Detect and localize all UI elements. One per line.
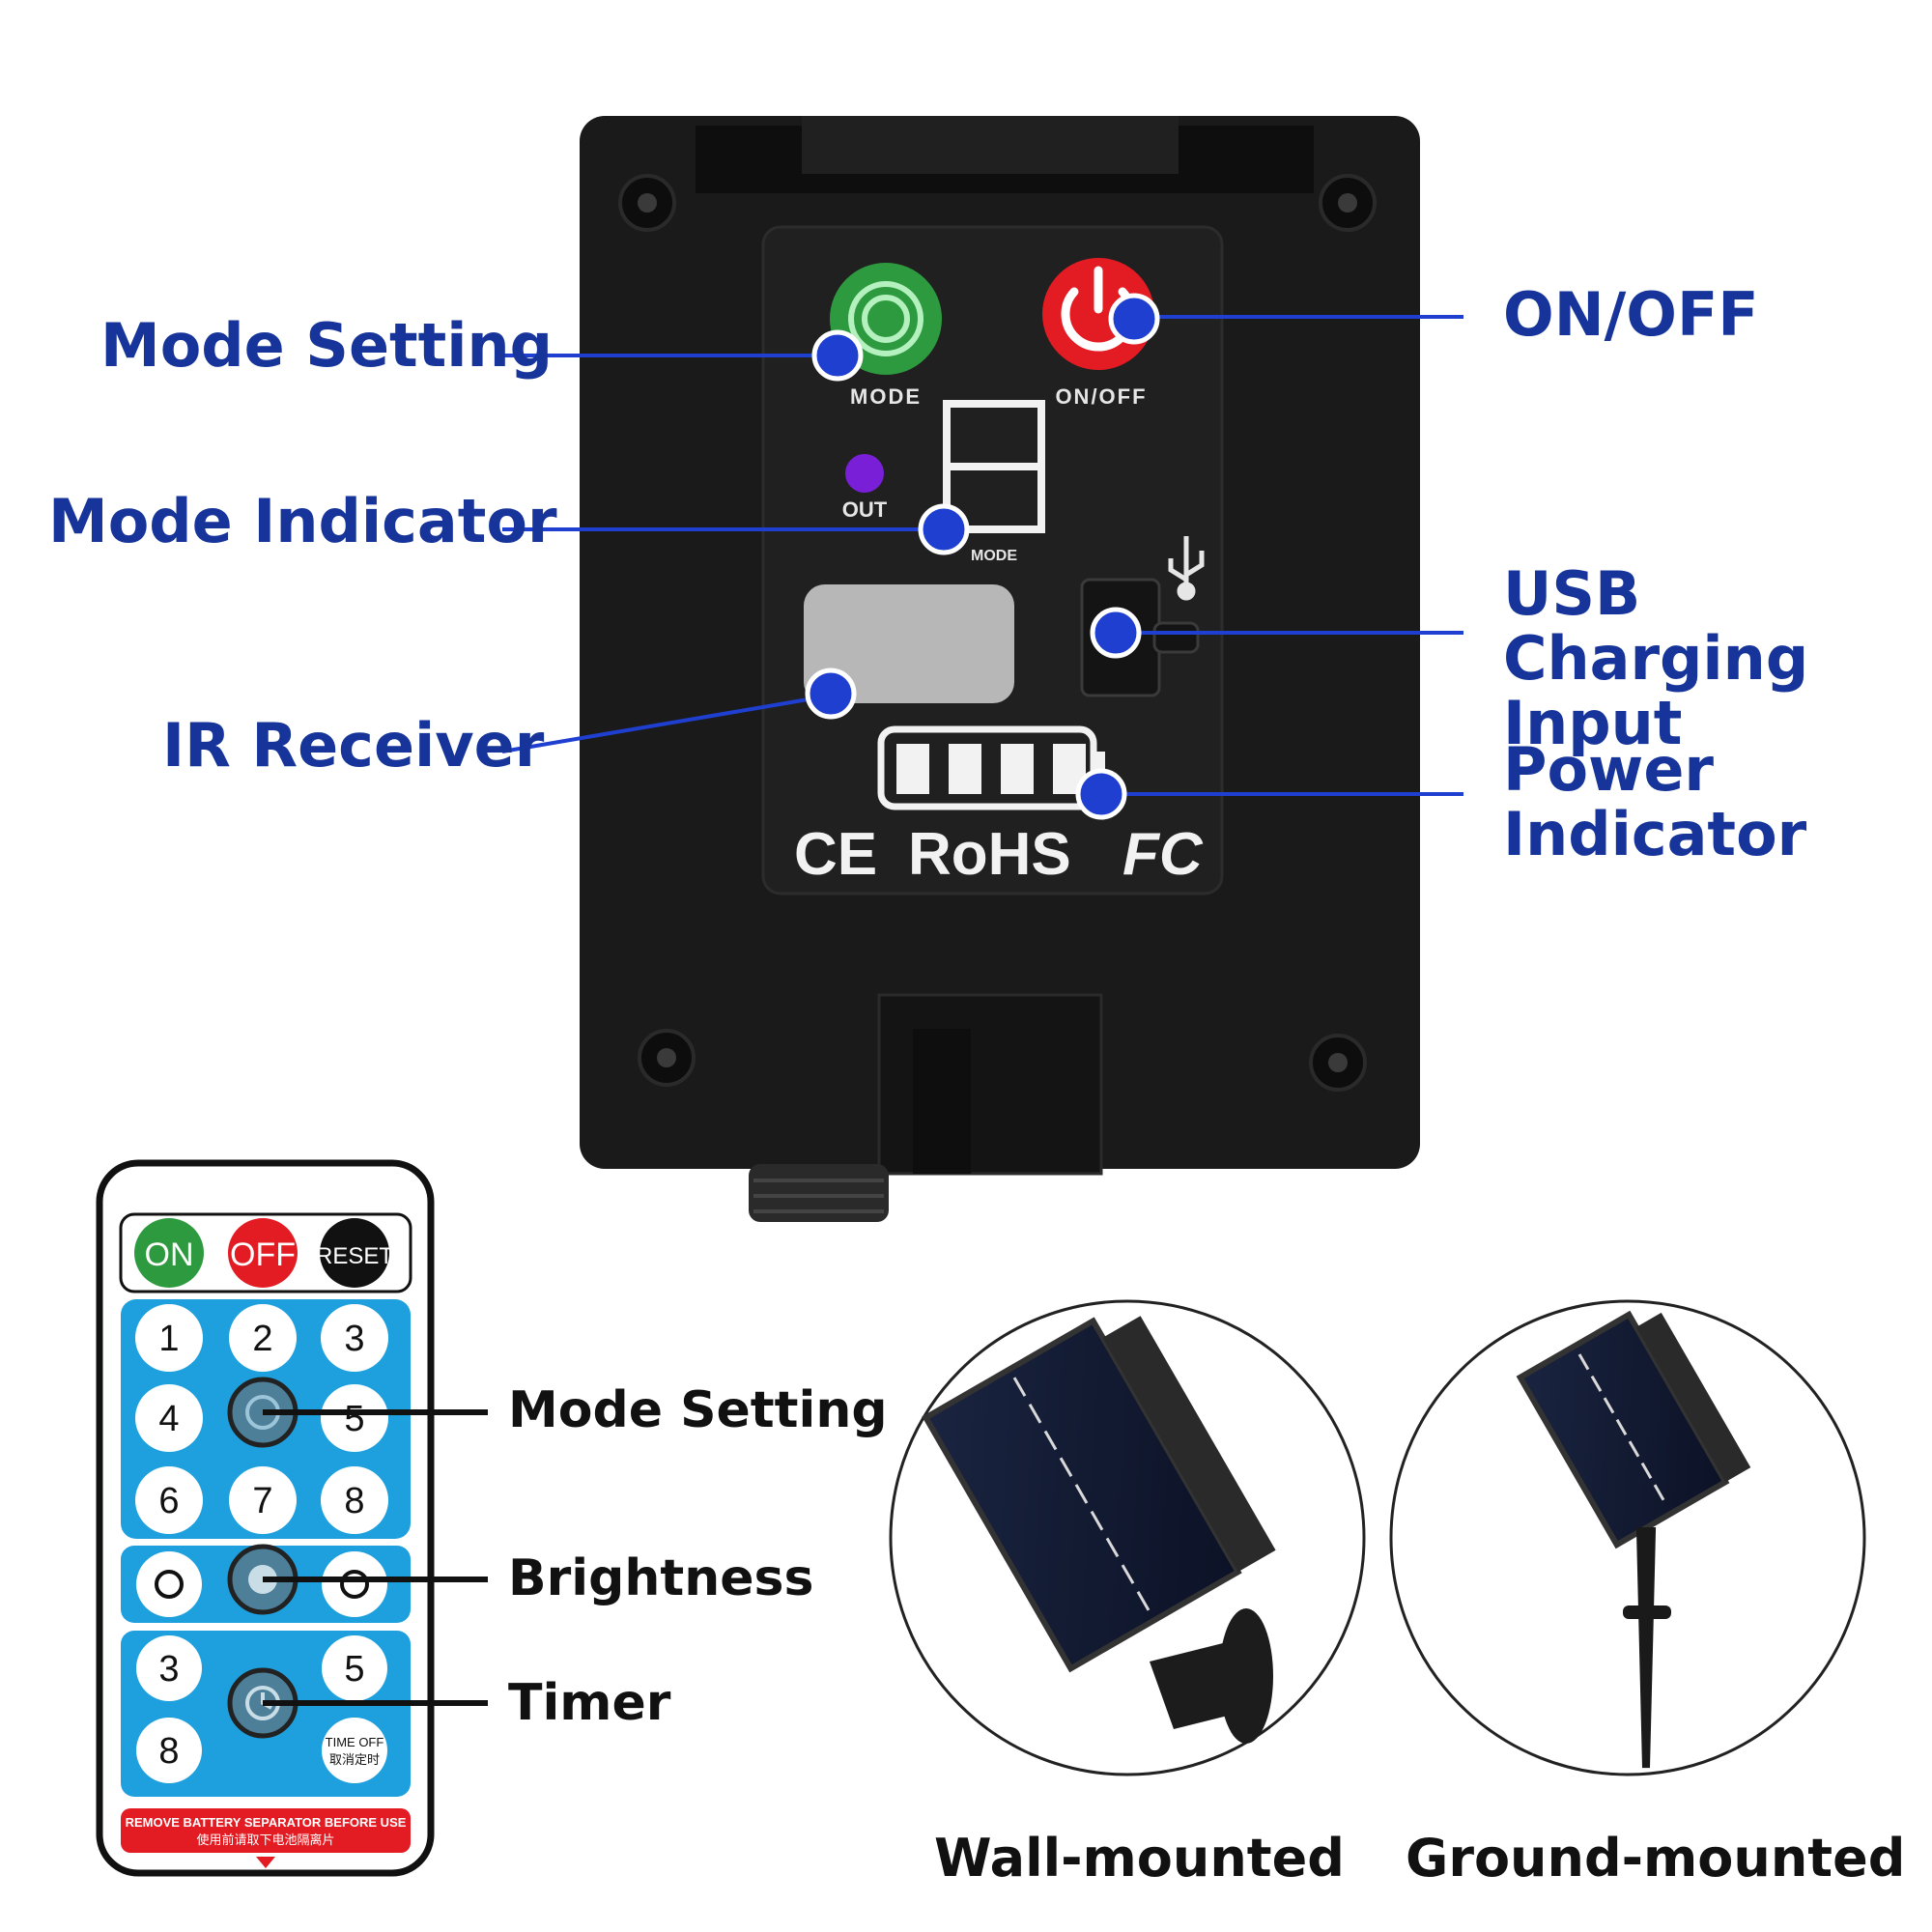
- callout-power-indicator: Power Indicator: [1503, 734, 1807, 869]
- ce-mark: CE: [794, 821, 877, 888]
- svg-text:ON: ON: [145, 1236, 194, 1273]
- svg-text:OFF: OFF: [230, 1236, 296, 1273]
- remote-label-timer: Timer: [508, 1674, 671, 1732]
- out-led: [845, 454, 884, 493]
- remote-number-button[interactable]: 8: [321, 1466, 388, 1534]
- out-led-label: OUT: [842, 497, 888, 522]
- usb-icon: [1168, 536, 1205, 601]
- gear-icon: [848, 281, 923, 356]
- ir-receiver-window: [804, 584, 1014, 703]
- callout-markers: [805, 293, 1160, 820]
- svg-text:6: 6: [158, 1481, 179, 1521]
- cable-connector: [749, 1164, 889, 1222]
- brightness-up-button[interactable]: [322, 1551, 387, 1617]
- svg-text:5: 5: [344, 1399, 364, 1439]
- remote-number-button[interactable]: 6: [135, 1466, 203, 1534]
- remote-number-button[interactable]: 4: [135, 1384, 203, 1452]
- callout-usb-charging-input: USB Charging Input: [1503, 558, 1809, 758]
- arrow-down-icon: [256, 1857, 275, 1868]
- svg-text:3: 3: [158, 1649, 179, 1690]
- svg-text:2: 2: [252, 1319, 272, 1359]
- svg-text:取消定时: 取消定时: [329, 1753, 380, 1768]
- seven-segment-display: [943, 400, 1045, 533]
- svg-text:3: 3: [344, 1319, 364, 1359]
- remote-reset-button[interactable]: RESET: [316, 1218, 393, 1288]
- remote-warning-cn: 使用前请取下电池隔离片: [196, 1833, 334, 1848]
- remote-on-button[interactable]: ON: [134, 1218, 204, 1288]
- svg-text:8: 8: [158, 1731, 179, 1772]
- digit-label: MODE: [971, 548, 1017, 564]
- remote-label-mode-setting: Mode Setting: [508, 1381, 888, 1439]
- mount-label-ground: Ground-mounted: [1406, 1828, 1906, 1889]
- svg-text:5: 5: [344, 1649, 364, 1690]
- svg-text:4: 4: [158, 1399, 179, 1439]
- svg-text:1: 1: [158, 1319, 179, 1359]
- brightness-up-icon: [340, 1570, 369, 1599]
- battery-indicator: [877, 725, 1105, 810]
- remote-number-button[interactable]: 1: [135, 1304, 203, 1372]
- screw-icon: [618, 174, 1377, 1092]
- wall-mount-illustration: [889, 1299, 1366, 1776]
- rohs-mark: RoHS: [908, 821, 1071, 888]
- remote-number-button[interactable]: 5: [321, 1384, 388, 1452]
- remote-label-brightness: Brightness: [508, 1549, 814, 1607]
- mount-label-wall: Wall-mounted: [934, 1828, 1345, 1889]
- timer-off-button[interactable]: TIME OFF 取消定时: [322, 1718, 387, 1783]
- timer-button[interactable]: 5: [322, 1635, 387, 1701]
- remote-off-button[interactable]: OFF: [228, 1218, 298, 1288]
- brightness-down-icon: [155, 1570, 184, 1599]
- onoff-button-label: ON/OFF: [1055, 384, 1147, 409]
- svg-text:8: 8: [344, 1481, 364, 1521]
- timer-button[interactable]: 3: [136, 1635, 202, 1701]
- remote-warning-en: REMOVE BATTERY SEPARATOR BEFORE USE: [126, 1815, 407, 1830]
- callout-lines: [500, 315, 1463, 796]
- ground-mount-illustration: [1389, 1299, 1866, 1776]
- svg-text:7: 7: [252, 1481, 272, 1521]
- svg-text:TIME OFF: TIME OFF: [326, 1735, 384, 1749]
- remote-number-button[interactable]: 3: [321, 1304, 388, 1372]
- remote-number-button[interactable]: 2: [229, 1304, 297, 1372]
- mode-button-label: MODE: [850, 384, 922, 409]
- remote-callout-lines: [263, 1409, 488, 1706]
- callout-mode-indicator: Mode Indicator: [48, 486, 557, 556]
- timer-button[interactable]: 8: [136, 1718, 202, 1783]
- callout-mode-setting: Mode Setting: [100, 310, 554, 381]
- callout-on-off: ON/OFF: [1503, 279, 1759, 350]
- svg-text:RESET: RESET: [316, 1243, 393, 1269]
- remote-number-button[interactable]: 7: [229, 1466, 297, 1534]
- callout-ir-receiver: IR Receiver: [162, 710, 545, 781]
- brightness-down-button[interactable]: [136, 1551, 202, 1617]
- fc-mark: FC: [1122, 821, 1204, 888]
